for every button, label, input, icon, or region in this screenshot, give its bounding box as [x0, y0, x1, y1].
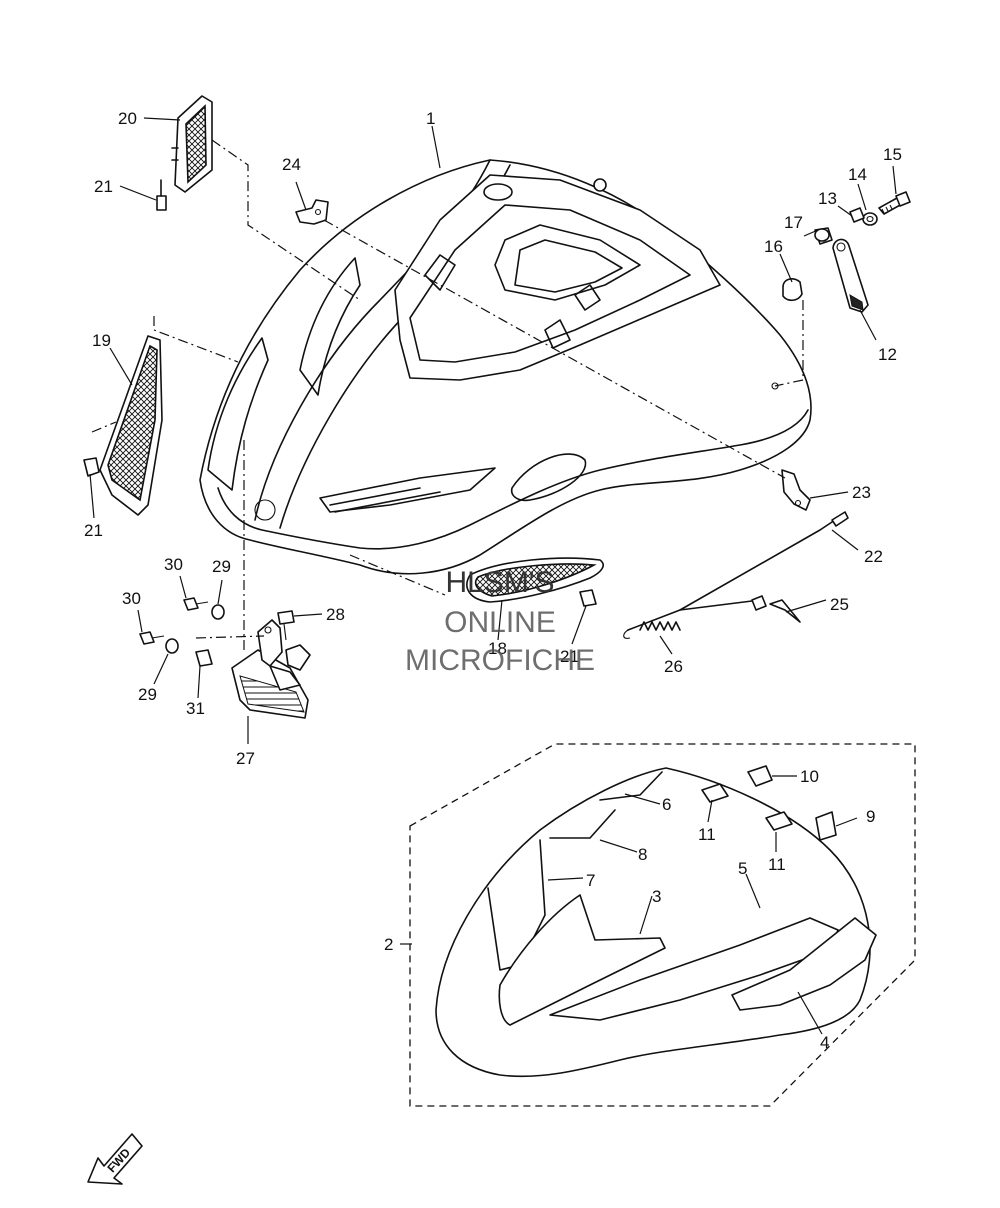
callout-9: 9	[866, 807, 875, 826]
callout-13: 13	[818, 189, 837, 208]
callout-1: 1	[426, 109, 435, 128]
hood-front-emblem	[254, 499, 276, 521]
callout-21-left: 21	[84, 521, 103, 540]
callout-26: 26	[664, 657, 683, 676]
callout-27: 27	[236, 749, 255, 768]
hood-storage-box	[494, 224, 641, 301]
decal-11-left	[701, 783, 729, 803]
callout-15: 15	[883, 145, 902, 164]
spring-26	[639, 621, 681, 631]
decal-9	[815, 811, 837, 841]
callout-4: 4	[820, 1033, 829, 1052]
watermark: HLSM'S ONLINE MICROFICHE	[405, 566, 595, 677]
callout-21-top: 21	[94, 177, 113, 196]
hood-cap-ring	[483, 183, 513, 201]
callout-28: 28	[326, 605, 345, 624]
cable-22-assembly	[623, 511, 849, 639]
callout-7: 7	[586, 871, 595, 890]
decal-kit-2	[409, 743, 916, 1107]
callout-31: 31	[186, 699, 205, 718]
callout-18: 18	[488, 639, 507, 658]
clip-21-top	[156, 179, 167, 211]
callout-21-right: 21	[560, 647, 579, 666]
hood-left-vent-recess	[207, 337, 269, 491]
hood-side-oval	[510, 453, 587, 502]
decal-10	[747, 765, 773, 787]
callout-17: 17	[784, 213, 803, 232]
callout-30-lower: 30	[122, 589, 141, 608]
callout-11-right: 11	[768, 855, 786, 874]
bracket-24	[295, 199, 329, 225]
bracket-23	[781, 469, 811, 511]
watermark-line-1: HLSM'S	[445, 566, 554, 599]
callout-numbers: 1 2 3 4 5 6 7 8 9 10 11 11 12 13 14 15 1…	[84, 109, 902, 1052]
grille-20	[171, 95, 213, 193]
connector-lines	[91, 139, 804, 650]
decal-11-right	[765, 811, 793, 831]
callout-16: 16	[764, 237, 783, 256]
callout-14: 14	[848, 165, 867, 184]
watermark-line-2: ONLINE	[444, 606, 556, 639]
callout-29-lower: 29	[138, 685, 157, 704]
leader-lines	[89, 117, 897, 1035]
clip-21-left	[83, 457, 100, 477]
clip-21-right	[579, 589, 597, 607]
callout-10: 10	[800, 767, 819, 786]
grille-18	[466, 557, 604, 603]
callout-3: 3	[652, 887, 661, 906]
watermark-line-3: MICROFICHE	[405, 644, 595, 677]
callout-23: 23	[852, 483, 871, 502]
fwd-arrow-icon: FWD	[87, 1133, 143, 1185]
grille-19	[99, 335, 163, 516]
hood-lower-vent-left	[319, 467, 496, 513]
hood-lower-lip	[217, 409, 809, 550]
callout-2: 2	[384, 935, 393, 954]
callout-5: 5	[738, 859, 747, 878]
callout-22: 22	[864, 547, 883, 566]
callout-12: 12	[878, 345, 897, 364]
hood-assembly	[199, 159, 812, 575]
callout-24: 24	[282, 155, 301, 174]
fastener-group-right	[782, 191, 911, 313]
callout-6: 6	[662, 795, 671, 814]
callout-25: 25	[830, 595, 849, 614]
callout-19: 19	[92, 331, 111, 350]
callout-29-upper: 29	[212, 557, 231, 576]
callout-20: 20	[118, 109, 137, 128]
callout-8: 8	[638, 845, 647, 864]
decal-kit-boundary	[409, 743, 916, 1107]
bumper-bracket-27	[139, 597, 311, 719]
hood-screw-boss	[593, 178, 607, 192]
callout-11-left: 11	[698, 825, 716, 844]
callout-30-upper: 30	[164, 555, 183, 574]
